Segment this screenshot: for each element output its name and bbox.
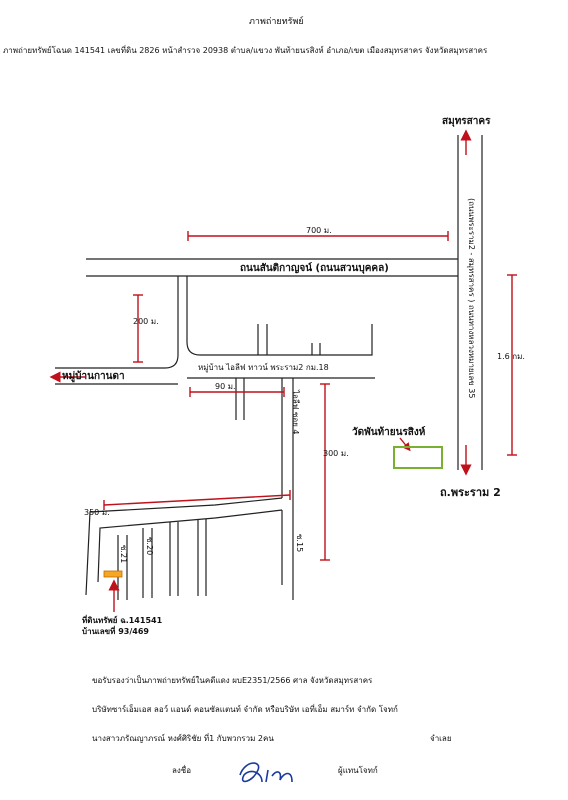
distance-90: 90 ม. bbox=[215, 382, 236, 391]
cert-line-3: นางสาวภรัณญาภรณ์ หงศ์ศิริชัย ที่1 กับพวก… bbox=[92, 734, 274, 743]
house-label: บ้านเลขที่ 93/469 bbox=[82, 627, 149, 636]
temple-box bbox=[393, 446, 443, 469]
page-title: ภาพถ่ายทรัพย์ bbox=[249, 17, 304, 27]
cert-line-1: ขอรับรองว่าเป็นภาพถ่ายทรัพย์ในคดีแดง ผบE… bbox=[92, 676, 373, 685]
distance-700: 700 ม. bbox=[306, 226, 332, 235]
distance-350: 350 ม. bbox=[84, 508, 110, 517]
page-subtitle: ภาพถ่ายทรัพย์โฉนด 141541 เลขที่ดิน 2826 … bbox=[3, 46, 488, 55]
soi-21-label: ซ.21 bbox=[119, 545, 128, 564]
temple-label: วัดพันท้ายนรสิงห์ bbox=[352, 427, 426, 438]
north-label: สมุทรสาคร bbox=[442, 116, 491, 127]
sign-label: ลงชื่อ bbox=[172, 766, 192, 775]
south-label: ถ.พระราม 2 bbox=[440, 486, 501, 499]
cert-line-2: บริษัทซาร์เอ็มเอส ลอว์ แอนด์ คอนซัลแตนท์… bbox=[92, 705, 398, 714]
left-road-curve bbox=[55, 354, 179, 369]
left-road-curve-2 bbox=[186, 324, 373, 356]
defendant-label: จำเลย bbox=[430, 734, 452, 743]
soi-label: หมู่บ้าน ไอลีฟ ทาวน์ พระราม2 กม.18 bbox=[198, 363, 329, 372]
soi4-label: ไอลีฟ ซอย 4 bbox=[291, 390, 300, 435]
main-road-label: ถนนสันติกาญจน์ (ถนนสวนบุคคล) bbox=[240, 263, 389, 274]
signature bbox=[239, 762, 293, 783]
distance-300: 300 ม. bbox=[323, 449, 349, 458]
distance-200: 200 ม. bbox=[133, 317, 159, 326]
soi-15-label: ซ.15 bbox=[295, 534, 304, 553]
distance-16km: 1.6 กม. bbox=[497, 352, 525, 361]
proxy-label: ผู้แทนโจทก์ bbox=[338, 766, 378, 775]
dim-350 bbox=[103, 494, 291, 506]
highway-label: (ถนนพระราม2 - สมุทรสาคร ) ถนนทางหลวงหมาย… bbox=[467, 198, 476, 399]
soi-20-label: ซ.20 bbox=[145, 537, 154, 556]
property-label: ที่ดินทรัพย์ ฉ.141541 bbox=[82, 616, 163, 625]
village-label: หมู่บ้านกานดา bbox=[62, 371, 125, 382]
property-box bbox=[103, 570, 123, 578]
